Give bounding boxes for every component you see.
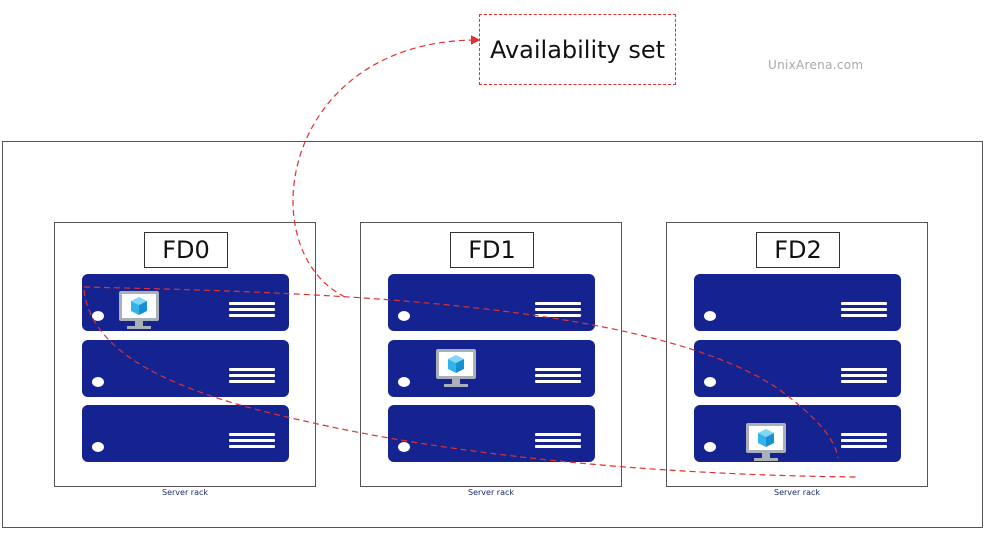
server-vents xyxy=(229,368,275,386)
server-vents xyxy=(535,368,581,386)
virtual-machine-icon xyxy=(119,291,159,329)
server-vents xyxy=(229,302,275,320)
server-vents xyxy=(229,433,275,451)
server-vents xyxy=(841,368,887,386)
server-led xyxy=(704,442,716,452)
availability-set-label: Availability set xyxy=(489,35,666,64)
rack-server-icon xyxy=(82,274,289,331)
availability-set-box: Availability set xyxy=(479,14,676,85)
rack-server-icon xyxy=(388,274,595,331)
rack-server-icon xyxy=(388,405,595,462)
rack-caption-fd0: Server rack xyxy=(162,488,208,497)
virtual-machine-icon xyxy=(746,423,786,461)
virtual-machine-icon xyxy=(436,349,476,387)
server-rack-fd2: FD2 xyxy=(666,222,928,487)
server-led xyxy=(92,377,104,387)
server-led xyxy=(398,377,410,387)
rack-server-icon xyxy=(694,274,901,331)
rack-server-icon xyxy=(388,340,595,397)
server-led xyxy=(92,311,104,321)
datacenter-boundary xyxy=(2,141,983,528)
server-led xyxy=(398,442,410,452)
rack-server-icon xyxy=(82,340,289,397)
server-led xyxy=(398,311,410,321)
server-vents xyxy=(841,302,887,320)
server-led xyxy=(92,442,104,452)
server-vents xyxy=(535,302,581,320)
fault-domain-label-fd1: FD1 xyxy=(450,232,534,268)
watermark: UnixArena.com xyxy=(768,58,864,72)
rack-caption-fd2: Server rack xyxy=(774,488,820,497)
server-rack-fd0: FD0 xyxy=(54,222,316,487)
rack-server-icon xyxy=(82,405,289,462)
server-led xyxy=(704,311,716,321)
server-vents xyxy=(535,433,581,451)
fault-domain-label-fd0: FD0 xyxy=(144,232,228,268)
server-rack-fd1: FD1 xyxy=(360,222,622,487)
server-led xyxy=(704,377,716,387)
rack-server-icon xyxy=(694,340,901,397)
rack-server-icon xyxy=(694,405,901,462)
server-vents xyxy=(841,433,887,451)
rack-caption-fd1: Server rack xyxy=(468,488,514,497)
fault-domain-label-fd2: FD2 xyxy=(756,232,840,268)
